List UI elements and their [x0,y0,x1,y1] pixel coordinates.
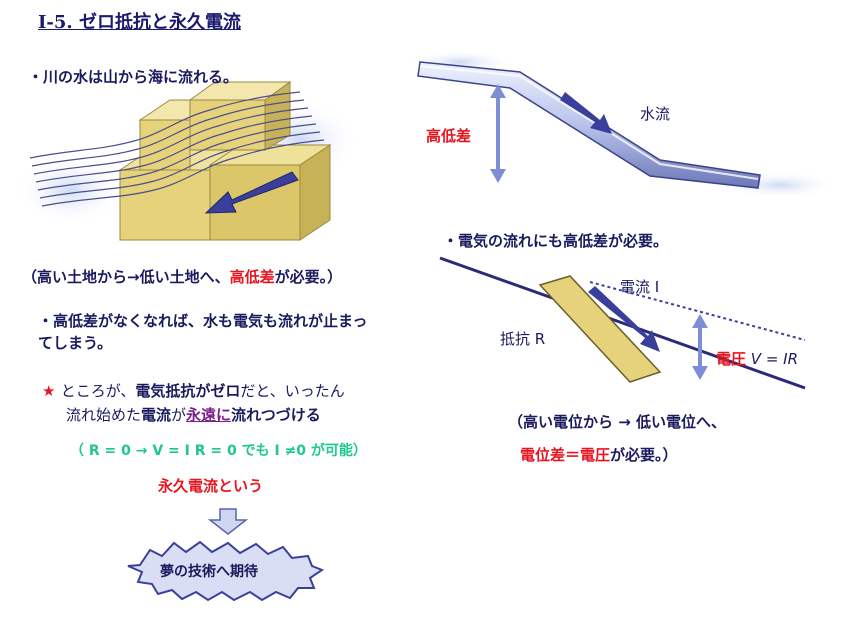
dream-starburst-shape [127,540,325,602]
circuit-analogy-illustration [439,256,806,390]
formula-text: （ R = 0 → V = I R = 0 でも I ≠0 が可能） [70,443,367,459]
current-label: 電流 I [620,278,660,296]
line1-c: だと、いったん [240,382,345,400]
zero-resistance-line1: ★ ところが、電気抵抗がゼロだと、いったん [42,380,345,401]
note1-pre: （高い土地から→低い土地へ、 [22,268,230,286]
voltage-label: 電圧 V = IR [716,348,798,369]
zero-resistance-line2: 流れ始めた電流が永遠に流れつづける [66,404,321,425]
line2-e: 流れつづける [231,406,321,424]
note-potential-line1: （高い電位から → 低い電位へ、 [508,413,727,431]
bullet-stop-line1: ・高低差がなくなれば、水も電気も流れが止まっ [38,312,368,330]
page-title: Ⅰ-5. ゼロ抵抗と永久電流 [38,12,241,33]
bullet-electric: ・電気の流れにも高低差が必要。 [443,232,669,250]
line2-a: 流れ始めた [66,406,142,424]
bullet-stop-line2: てしまう。 [38,334,113,352]
water-flow-label: 水流 [640,105,671,123]
line2-d: 永遠に [186,406,232,424]
note1-red: 高低差 [229,268,275,286]
note-land-height: （高い土地から→低い土地へ、高低差が必要。） [22,266,342,287]
dream-tech-label: 夢の技術へ期待 [160,564,258,580]
height-difference-label: 高低差 [426,127,472,145]
note1-post: が必要。） [274,268,343,286]
water-channel-illustration [405,50,840,199]
note2-post: が必要。） [610,446,678,464]
resistance-label: 抵抗 R [500,330,546,348]
down-arrow-icon [207,508,249,535]
line2-c: が [171,406,187,424]
line1-a: ところが、 [60,382,136,400]
permanent-current-label: 永久電流という [158,477,264,495]
star-icon: ★ [42,382,56,400]
river-steps-illustration [15,81,360,241]
voltage-equation: V = IR [750,350,799,368]
line1-b: 電気抵抗がゼロ [135,382,241,400]
note2-red: 電位差＝電圧 [520,446,611,464]
note-potential-line2: 電位差＝電圧が必要。） [520,444,678,465]
voltage-red: 電圧 [716,350,747,368]
line2-b: 電流 [141,406,172,424]
bullet-river: ・川の水は山から海に流れる。 [28,68,239,86]
